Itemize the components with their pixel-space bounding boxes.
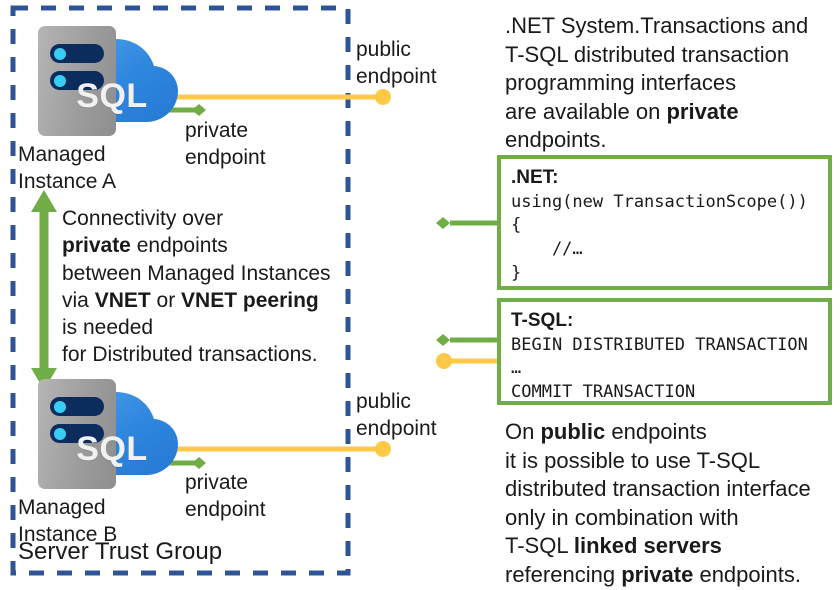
server-chassis-icon (38, 26, 116, 136)
server-drive-bay-icon (50, 44, 104, 63)
text-line: T-SQL linked servers (505, 532, 840, 561)
server-drive-bay-icon (50, 424, 104, 443)
text-line: private endpoints (62, 232, 352, 259)
text-line: endpoints. (505, 126, 835, 155)
server-led-icon (54, 47, 66, 60)
plain-text: via (62, 288, 95, 312)
tsql-box-public-connector (436, 353, 497, 369)
plain-text: is needed (62, 316, 154, 340)
private-endpoint-label-b: private endpoint (185, 471, 266, 522)
private-connectivity-arrow (31, 190, 57, 390)
dotnet-box-connector (436, 217, 497, 229)
plain-text: distributed transaction interface (505, 476, 811, 502)
dotnet-code-box[interactable]: .NET: using(new TransactionScope()) { //… (497, 155, 832, 290)
server-led-icon (54, 74, 66, 87)
text-line: between Managed Instances (62, 260, 352, 287)
text-line: referencing private endpoints. (505, 561, 840, 590)
tsql-code-box[interactable]: T-SQL: BEGIN DISTRIBUTED TRANSACTION … C… (497, 298, 832, 405)
sql-logo-text: SQL (76, 77, 148, 115)
plain-text: T-SQL (505, 533, 574, 559)
text-line: Connectivity over (62, 205, 352, 232)
plain-text: only in combination with (505, 504, 739, 530)
plain-text: it is possible to use T-SQL (505, 447, 761, 473)
emphasis-text: private (621, 561, 694, 587)
text-line: .NET System.Transactions and (505, 12, 835, 41)
plain-text: .NET System.Transactions and (505, 13, 809, 38)
plain-text: for Distributed transactions. (62, 343, 318, 367)
public-endpoint-connector-a (136, 89, 391, 105)
tsql-code-snippet: BEGIN DISTRIBUTED TRANSACTION … COMMIT T… (511, 334, 808, 403)
text-line: On public endpoints (505, 418, 840, 447)
server-led-icon (54, 400, 66, 413)
text-line: it is possible to use T-SQL (505, 447, 840, 476)
text-line: via VNET or VNET peering (62, 287, 352, 314)
text-line: distributed transaction interface (505, 475, 840, 504)
managed-instance-b[interactable]: SQL (18, 375, 168, 505)
plain-text: endpoints. (505, 127, 607, 153)
emphasis-text: public (540, 419, 606, 444)
plain-text: endpoints (605, 419, 707, 444)
text-line: are available on private (505, 98, 835, 127)
plain-text: On (505, 419, 541, 444)
server-drive-bay-icon (50, 71, 104, 90)
managed-instance-a-label: Managed Instance A (18, 143, 117, 193)
plain-text: endpoints (130, 234, 228, 258)
public-endpoint-label-a: public endpoint (356, 38, 437, 89)
public-endpoint-label-b: public endpoint (356, 390, 437, 441)
emphasis-text: private (62, 234, 131, 258)
plain-text: are available on (505, 98, 667, 124)
managed-instance-b-label: Managed Instance B (18, 496, 118, 546)
emphasis-text: private (666, 98, 739, 124)
text-line: is needed (62, 314, 352, 341)
server-drive-bay-icon (50, 397, 104, 416)
sql-logo-text: SQL (76, 430, 148, 468)
text-line: for Distributed transactions. (62, 341, 352, 368)
plain-text: referencing (505, 561, 622, 587)
plain-text: or (150, 288, 182, 312)
text-line: only in combination with (505, 504, 840, 533)
text-line: programming interfaces (505, 69, 835, 98)
server-led-icon (54, 427, 66, 440)
dotnet-code-header: .NET: (511, 167, 559, 188)
plain-text: endpoints. (693, 561, 801, 587)
plain-text: between Managed Instances (62, 261, 331, 285)
plain-text: T-SQL distributed transaction (505, 41, 790, 67)
emphasis-text: VNET (94, 288, 151, 312)
tsql-box-private-connector (436, 334, 497, 346)
private-endpoint-label-a: private endpoint (185, 119, 266, 170)
tsql-code-header: T-SQL: (511, 310, 574, 331)
server-trust-group-label: Server Trust Group (18, 538, 223, 565)
plain-text: Connectivity over (62, 207, 224, 230)
public-endpoint-connector-b (136, 441, 391, 457)
plain-text: programming interfaces (505, 70, 737, 96)
emphasis-text: VNET peering (181, 288, 319, 312)
managed-instance-a[interactable]: SQL (18, 22, 168, 152)
server-chassis-icon (38, 379, 116, 489)
dotnet-code-snippet: using(new TransactionScope()) { //… } (511, 191, 808, 284)
emphasis-text: linked servers (573, 533, 722, 559)
text-line: T-SQL distributed transaction (505, 41, 835, 70)
